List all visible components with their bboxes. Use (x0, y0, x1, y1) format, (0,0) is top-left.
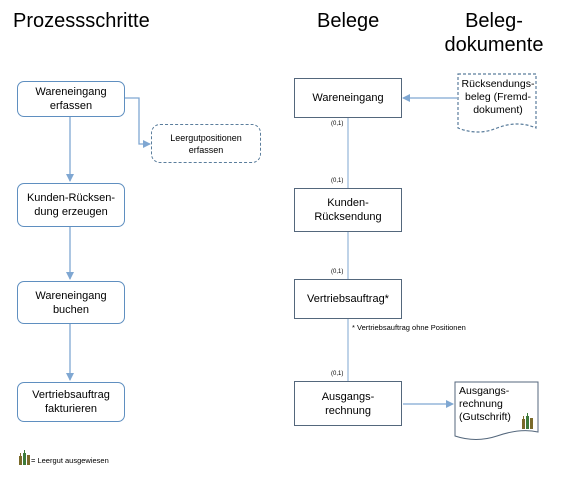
step-label-line: dung erzeugen (34, 206, 108, 218)
step-label-line: erfassen (188, 144, 224, 155)
document-files-heading-line1: Beleg- (465, 10, 523, 32)
step-label-line: erfassen (49, 100, 93, 112)
document-files-heading-line2: dokumente (444, 34, 544, 56)
doc-sales-order: Vertriebsauftrag* (294, 279, 402, 319)
return-slip-line: Rücksendungs- (461, 78, 535, 90)
cardinality-label: (0,1) (331, 269, 344, 275)
doc-label-line: Rücksendung (314, 211, 382, 223)
bottles-icon (522, 413, 533, 429)
documents-heading: Belege (317, 10, 380, 32)
outgoing-invoice-text: Ausgangs- rechnung (Gutschrift) (455, 385, 529, 424)
doc-label-line: Kunden- (327, 197, 369, 209)
doc-goods-receipt: Wareneingang (294, 78, 402, 118)
return-slip-line: dokument) (473, 104, 523, 116)
cardinality-label: (0,1) (331, 121, 344, 127)
doc-label-line: rechnung (325, 404, 371, 417)
cardinality-label: (0,1) (331, 178, 344, 184)
return-slip-line: beleg (Fremd- (465, 91, 531, 103)
legend-bottles-icon (19, 450, 30, 465)
return-slip-text: Rücksendungs- beleg (Fremd- dokument) (458, 78, 538, 117)
step-label-line: Leergutpositionen (170, 132, 242, 143)
doc-customer-return: Kunden- Rücksendung (294, 188, 402, 232)
step-empties-capture: Leergutpositionen erfassen (151, 124, 261, 163)
legend-text: = Leergut ausgewiesen (31, 456, 109, 465)
step-goods-receipt-post: Wareneingang buchen (17, 281, 125, 324)
outgoing-invoice-line: (Gutschrift) (459, 411, 511, 423)
flow-arrow-empties (125, 97, 151, 148)
process-steps-heading: Prozessschritte (13, 10, 150, 32)
step-customer-return-create: Kunden-Rücksen- dung erzeugen (17, 183, 125, 227)
outgoing-invoice-shape (454, 381, 539, 440)
doc-label: Wareneingang (312, 92, 384, 104)
return-slip-shape (457, 73, 537, 133)
step-label-line: Wareneingang (35, 289, 107, 302)
step-label-line: fakturieren (45, 403, 97, 415)
sales-order-footnote: * Vertriebsauftrag ohne Positionen (352, 323, 466, 332)
doc-invoice: Ausgangs- rechnung (294, 381, 402, 426)
outgoing-invoice-line: rechnung (459, 398, 503, 410)
step-goods-receipt-capture: Wareneingang erfassen (17, 81, 125, 117)
cardinality-label: (0,1) (331, 371, 344, 377)
step-label-line: Wareneingang (35, 86, 107, 98)
outgoing-invoice-line: Ausgangs- (459, 385, 510, 397)
step-label-line: buchen (52, 303, 90, 316)
step-sales-order-invoice: Vertriebsauftrag fakturieren (17, 382, 125, 422)
step-label-line: Kunden-Rücksen- (26, 192, 116, 204)
document-files-heading: Beleg- dokumente (444, 9, 544, 57)
step-label-line: Vertriebsauftrag (32, 389, 110, 401)
doc-label-line: Ausgangs- (321, 390, 375, 403)
doc-label: Vertriebsauftrag* (307, 293, 389, 305)
